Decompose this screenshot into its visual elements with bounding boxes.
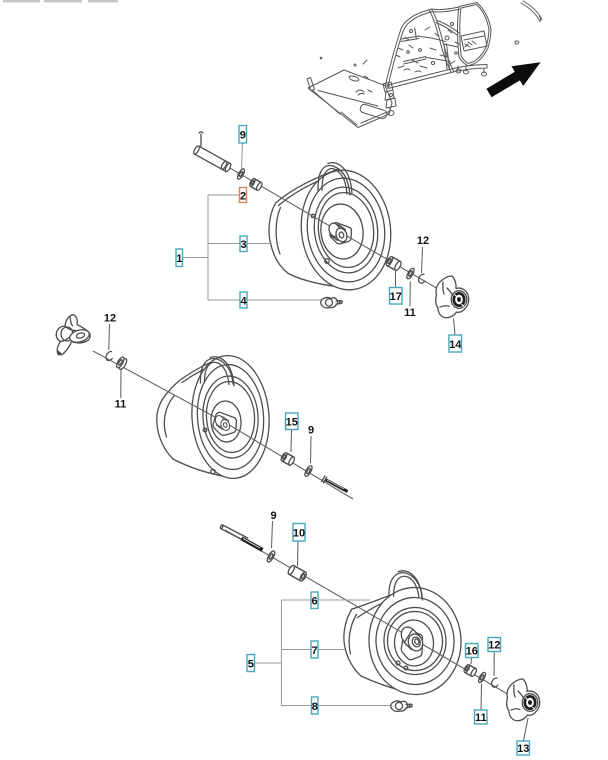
svg-text:3: 3	[240, 239, 246, 251]
svg-text:12: 12	[104, 313, 116, 325]
svg-text:11: 11	[404, 307, 416, 319]
svg-text:9: 9	[240, 130, 246, 142]
svg-text:11: 11	[115, 399, 127, 411]
svg-text:11: 11	[475, 712, 487, 724]
svg-text:6: 6	[311, 596, 317, 608]
svg-text:17: 17	[390, 291, 402, 303]
svg-text:1: 1	[176, 253, 182, 265]
svg-text:15: 15	[286, 417, 298, 429]
svg-text:4: 4	[240, 295, 247, 307]
svg-text:9: 9	[270, 510, 276, 522]
svg-text:16: 16	[466, 646, 478, 658]
svg-text:12: 12	[417, 235, 429, 247]
svg-text:9: 9	[308, 425, 314, 437]
svg-text:14: 14	[449, 339, 462, 351]
svg-text:5: 5	[248, 659, 254, 671]
svg-text:10: 10	[293, 528, 305, 540]
svg-text:12: 12	[488, 640, 500, 652]
svg-text:2: 2	[240, 190, 246, 202]
svg-text:7: 7	[311, 645, 317, 657]
svg-text:13: 13	[517, 743, 529, 755]
svg-text:8: 8	[312, 701, 318, 713]
